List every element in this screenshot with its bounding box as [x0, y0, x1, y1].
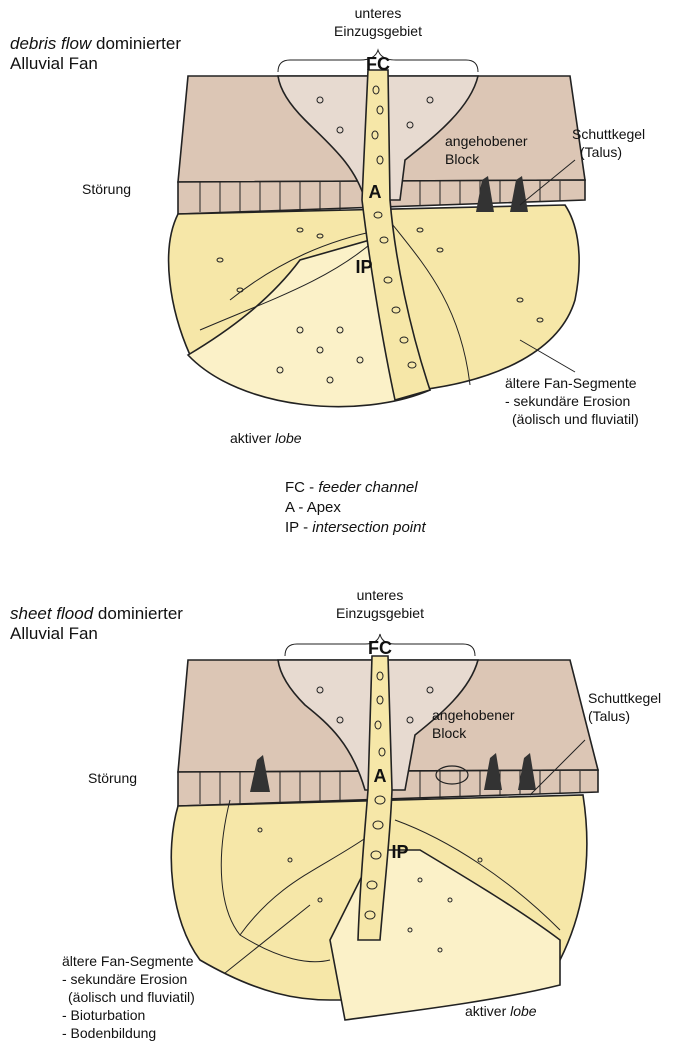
older-segments-label-line4: - Bioturbation: [62, 1007, 145, 1023]
abbreviation-legend: FC - feeder channel A - Apex IP - inters…: [285, 479, 426, 536]
older-segments-label-line3: (äolisch und fluviatil): [512, 411, 639, 427]
fault-label: Störung: [82, 181, 131, 197]
diagram-title: debris flow dominierter: [10, 34, 181, 53]
intersection-point-label: IP: [355, 257, 372, 277]
catchment-label: unteres: [357, 587, 404, 603]
catchment-label: unteres: [355, 5, 402, 21]
uplifted-block-label: angehobener: [445, 133, 528, 149]
older-segments-label: ältere Fan-Segmente: [505, 375, 637, 391]
apex-label: A: [374, 766, 387, 786]
older-segments-label: ältere Fan-Segmente: [62, 953, 194, 969]
uplifted-block-label: angehobener: [432, 707, 515, 723]
talus-label-line2: (Talus): [580, 144, 622, 160]
diagram-title-line2: Alluvial Fan: [10, 54, 98, 73]
intersection-point-label: IP: [391, 842, 408, 862]
catchment-label-line2: Einzugsgebiet: [334, 23, 422, 39]
legend-entry-a: A - Apex: [285, 499, 341, 516]
older-segments-label-line2: - sekundäre Erosion: [62, 971, 187, 987]
talus-label-line2: (Talus): [588, 708, 630, 724]
talus-label: Schuttkegel: [572, 126, 645, 142]
fault-label: Störung: [88, 770, 137, 786]
uplifted-block-label-line2: Block: [445, 151, 480, 167]
diagram-title: sheet flood dominierter: [10, 604, 183, 623]
apex-label: A: [369, 182, 382, 202]
feeder-channel-label: FC: [368, 638, 392, 658]
sheet-flood-fan-diagram: sheet flood dominierter Alluvial Fan unt…: [10, 587, 661, 1041]
active-lobe-label: aktiver lobe: [465, 1003, 537, 1019]
older-segments-label-line5: - Bodenbildung: [62, 1025, 156, 1041]
feeder-channel-label: FC: [366, 54, 390, 74]
debris-flow-fan-diagram: debris flow dominierter Alluvial Fan unt…: [10, 5, 645, 446]
legend-entry-fc: FC - feeder channel: [285, 479, 418, 496]
older-segments-label-line3: (äolisch und fluviatil): [68, 989, 195, 1005]
active-lobe-label: aktiver lobe: [230, 430, 302, 446]
uplifted-block-label-line2: Block: [432, 725, 467, 741]
catchment-label-line2: Einzugsgebiet: [336, 605, 424, 621]
talus-label: Schuttkegel: [588, 690, 661, 706]
legend-entry-ip: IP - intersection point: [285, 519, 426, 536]
diagram-title-line2: Alluvial Fan: [10, 624, 98, 643]
older-segments-label-line2: - sekundäre Erosion: [505, 393, 630, 409]
